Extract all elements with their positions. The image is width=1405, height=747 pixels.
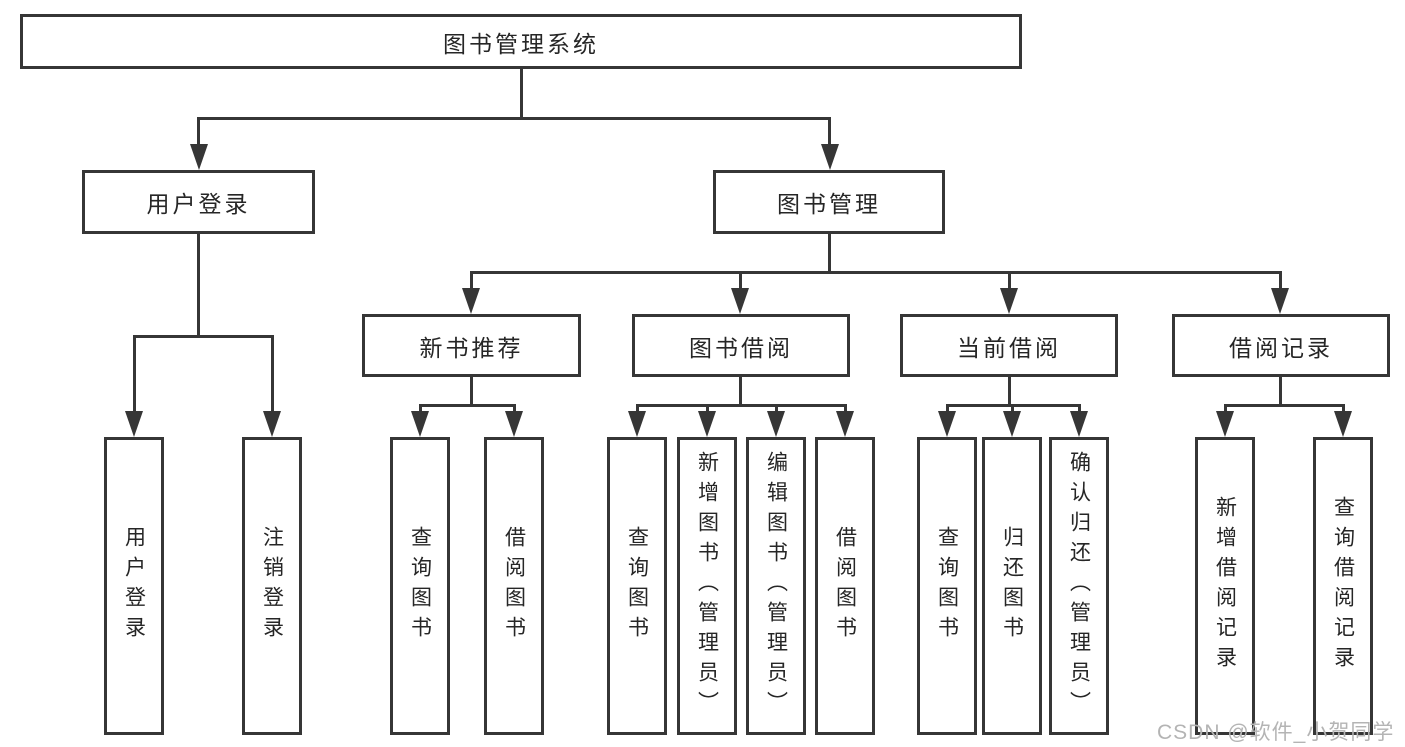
leaf-logout: 注销登录	[242, 437, 302, 735]
connector-book-borrow-trunk	[739, 377, 742, 407]
node-borrow-records-label: 借阅记录	[1229, 334, 1333, 361]
connector-stem-book-management	[828, 117, 831, 147]
connector-stem-br-add	[1224, 404, 1227, 413]
connector-stem-leaf-logout	[271, 335, 274, 413]
node-new-book-recommend-label: 新书推荐	[419, 334, 524, 361]
connector-borrow-records-split	[1224, 404, 1345, 407]
connector-stem-nb-borrow	[513, 404, 516, 413]
arrowhead-br-add	[1216, 411, 1234, 437]
arrowhead-nb-borrow	[505, 411, 523, 437]
connector-user-login-trunk	[197, 234, 200, 338]
arrowhead-cb-query	[938, 411, 956, 437]
connector-borrow-records-trunk	[1279, 377, 1282, 407]
node-book-borrow: 图书借阅	[632, 314, 850, 377]
leaf-bb-edit-books-admin-label: 编辑图书（管理员）	[764, 451, 788, 721]
node-library-system: 图书管理系统	[20, 14, 1022, 69]
connector-book-management-trunk	[828, 234, 831, 274]
arrowhead-cb-confirm	[1070, 411, 1088, 437]
leaf-user-login-label: 用户登录	[122, 526, 146, 646]
leaf-bb-query-books: 查询图书	[607, 437, 667, 735]
leaf-bb-add-books-admin-label: 新增图书（管理员）	[695, 451, 719, 721]
arrowhead-nb-query	[411, 411, 429, 437]
connector-stem-cb-return	[1011, 404, 1014, 413]
arrowhead-bb-edit	[767, 411, 785, 437]
leaf-cb-query-books-label: 查询图书	[935, 526, 959, 646]
leaf-bb-borrow-books: 借阅图书	[815, 437, 875, 735]
node-book-management: 图书管理	[713, 170, 945, 234]
connector-stem-bb-borrow	[844, 404, 847, 413]
leaf-cb-return-books-label: 归还图书	[1000, 526, 1024, 646]
arrowhead-book-management	[821, 144, 839, 170]
node-current-borrow-label: 当前借阅	[957, 334, 1061, 361]
arrowhead-bb-borrow	[836, 411, 854, 437]
leaf-bb-edit-books-admin: 编辑图书（管理员）	[746, 437, 806, 735]
connector-stem-current-borrow	[1008, 271, 1011, 291]
connector-stem-user-login	[197, 117, 200, 147]
node-user-login-label: 用户登录	[146, 191, 251, 217]
leaf-nb-borrow-books: 借阅图书	[484, 437, 544, 735]
leaf-nb-query-books: 查询图书	[390, 437, 450, 735]
leaf-cb-query-books: 查询图书	[917, 437, 977, 735]
leaf-user-login: 用户登录	[104, 437, 164, 735]
connector-root-trunk	[520, 69, 523, 120]
watermark: CSDN @软件_小贺同学	[1157, 721, 1395, 744]
connector-stem-leaf-user-login	[133, 335, 136, 413]
arrowhead-borrow-records	[1271, 288, 1289, 314]
node-library-system-label: 图书管理系统	[443, 30, 599, 57]
leaf-bb-query-books-label: 查询图书	[625, 526, 649, 646]
arrowhead-new-book	[462, 288, 480, 314]
connector-stem-cb-confirm	[1078, 404, 1081, 413]
node-borrow-records: 借阅记录	[1172, 314, 1390, 377]
connector-new-book-split	[419, 404, 516, 407]
node-new-book-recommend: 新书推荐	[362, 314, 581, 377]
leaf-nb-query-books-label: 查询图书	[408, 526, 432, 646]
leaf-logout-label: 注销登录	[260, 526, 284, 646]
connector-current-borrow-trunk	[1008, 377, 1011, 407]
connector-book-borrow-split	[636, 404, 847, 407]
connector-book-management-split	[470, 271, 1282, 274]
leaf-cb-confirm-return-admin: 确认归还（管理员）	[1049, 437, 1109, 735]
arrowhead-cb-return	[1003, 411, 1021, 437]
node-user-login: 用户登录	[82, 170, 315, 234]
leaf-bb-borrow-books-label: 借阅图书	[833, 526, 857, 646]
leaf-br-query-record-label: 查询借阅记录	[1331, 496, 1355, 676]
connector-stem-br-query	[1342, 404, 1345, 413]
leaf-br-add-record: 新增借阅记录	[1195, 437, 1255, 735]
connector-stem-bb-query	[636, 404, 639, 413]
leaf-nb-borrow-books-label: 借阅图书	[502, 526, 526, 646]
node-current-borrow: 当前借阅	[900, 314, 1118, 377]
connector-stem-borrow-records	[1279, 271, 1282, 291]
connector-stem-bb-edit	[775, 404, 778, 413]
leaf-cb-confirm-return-admin-label: 确认归还（管理员）	[1067, 451, 1091, 721]
leaf-cb-return-books: 归还图书	[982, 437, 1042, 735]
arrowhead-current-borrow	[1000, 288, 1018, 314]
connector-root-split	[197, 117, 831, 120]
arrowhead-leaf-user-login	[125, 411, 143, 437]
connector-stem-bb-add	[706, 404, 709, 413]
connector-stem-nb-query	[419, 404, 422, 413]
arrowhead-br-query	[1334, 411, 1352, 437]
connector-stem-cb-query	[946, 404, 949, 413]
arrowhead-book-borrow	[731, 288, 749, 314]
connector-stem-new-book	[470, 271, 473, 291]
connector-user-login-split	[133, 335, 274, 338]
arrowhead-bb-query	[628, 411, 646, 437]
leaf-br-add-record-label: 新增借阅记录	[1213, 496, 1237, 676]
node-book-borrow-label: 图书借阅	[689, 334, 793, 361]
leaf-bb-add-books-admin: 新增图书（管理员）	[677, 437, 737, 735]
connector-new-book-trunk	[470, 377, 473, 407]
leaf-br-query-record: 查询借阅记录	[1313, 437, 1373, 735]
connector-stem-book-borrow	[739, 271, 742, 291]
node-book-management-label: 图书管理	[777, 191, 881, 217]
arrowhead-user-login	[190, 144, 208, 170]
arrowhead-bb-add	[698, 411, 716, 437]
arrowhead-leaf-logout	[263, 411, 281, 437]
